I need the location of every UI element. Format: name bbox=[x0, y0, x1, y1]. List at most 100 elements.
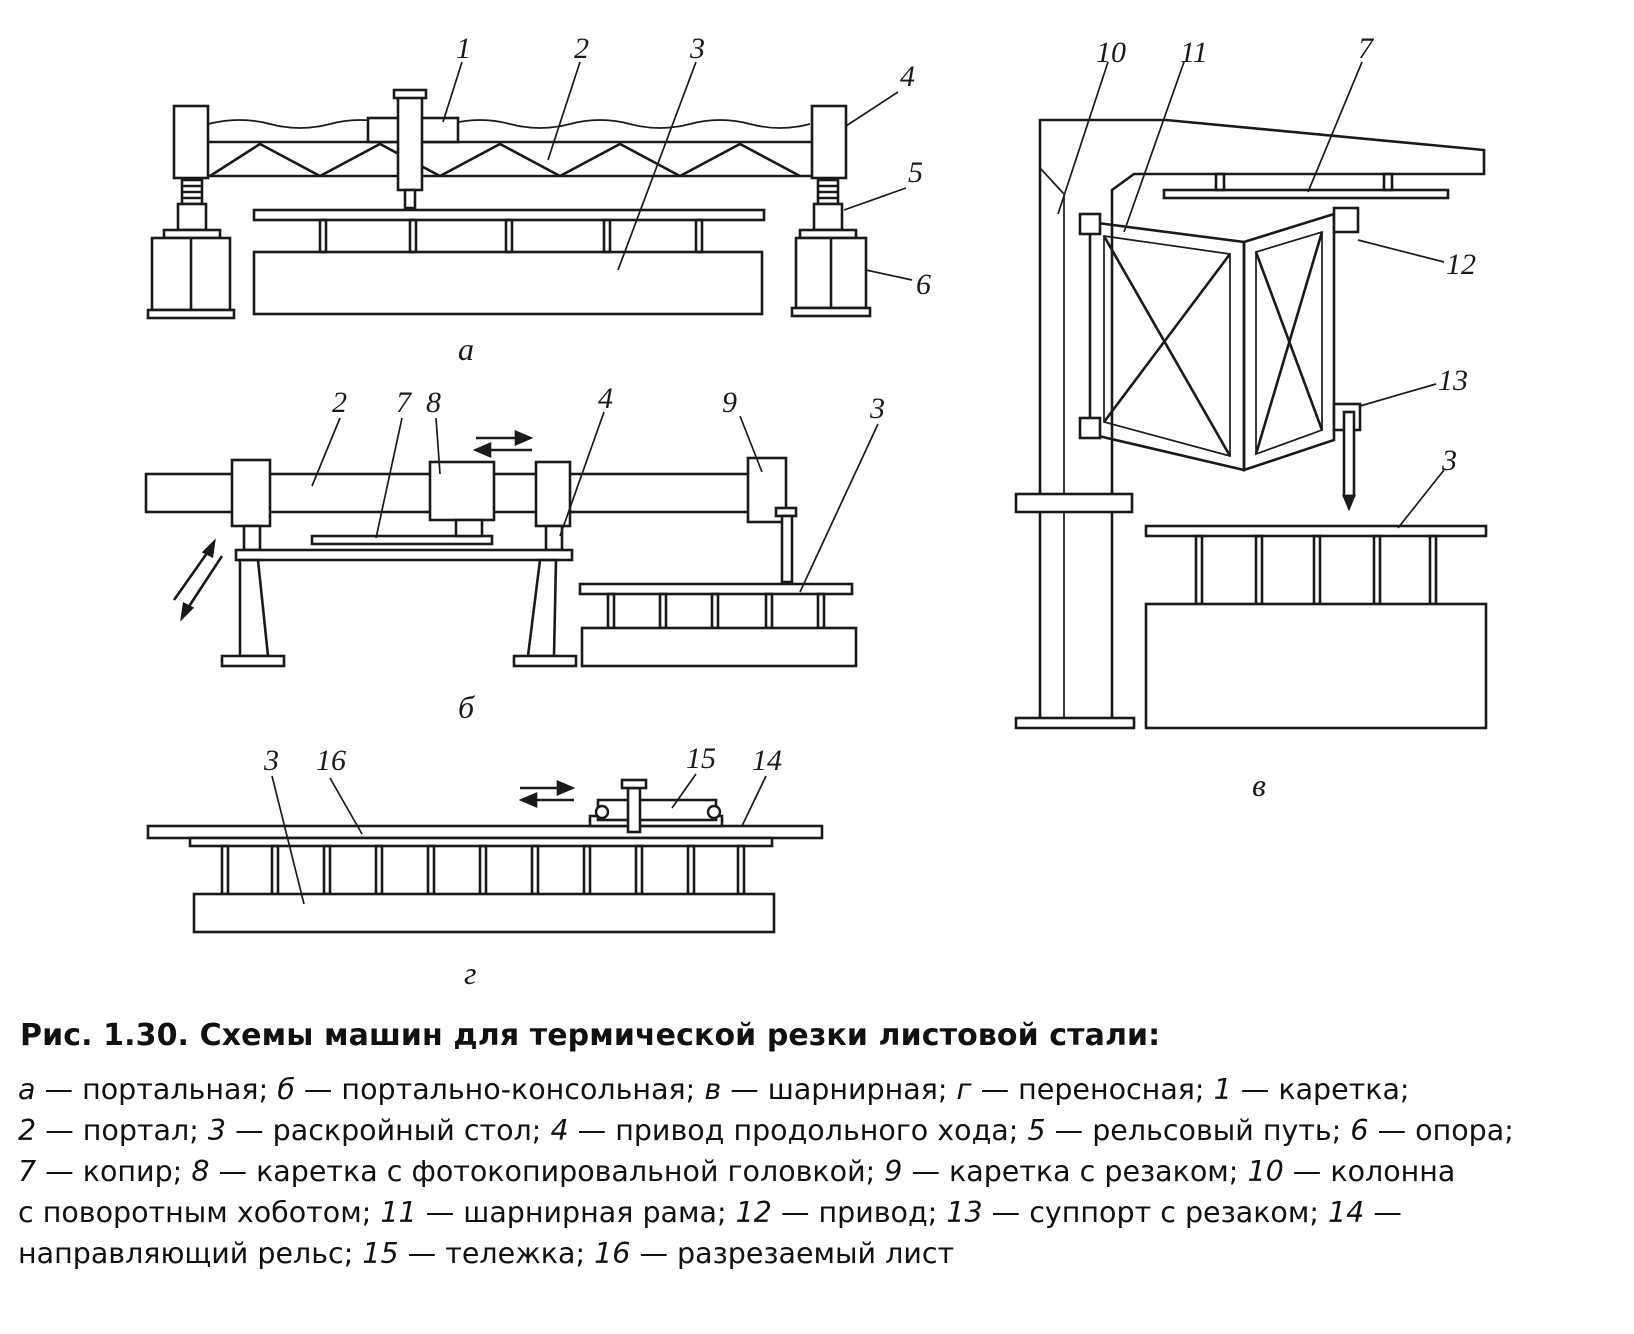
portal-truss bbox=[209, 142, 801, 178]
column-collar bbox=[1014, 492, 1134, 514]
table-base-a bbox=[252, 250, 764, 316]
caption-text: — колонна bbox=[1283, 1155, 1456, 1188]
rail-stub-right-b bbox=[544, 524, 564, 552]
caption-text: направляющий рельс; bbox=[18, 1237, 363, 1270]
label-b-3: 3 bbox=[869, 392, 885, 425]
caption-text: — шарнирная; bbox=[721, 1073, 957, 1106]
label-a-5: 5 bbox=[908, 156, 923, 189]
caption-text: — каретка; bbox=[1231, 1073, 1410, 1106]
caption-text: — переносная; bbox=[971, 1073, 1214, 1106]
caption-text: — разрезаемый лист bbox=[630, 1237, 955, 1270]
drive-left-b bbox=[230, 458, 272, 528]
caption-key: б bbox=[277, 1073, 295, 1106]
torch-holder-a bbox=[396, 94, 424, 192]
torch-cap-d bbox=[620, 778, 648, 790]
torch-d bbox=[626, 786, 642, 834]
caption-text: — каретка с резаком; bbox=[902, 1155, 1248, 1188]
diagram-b-portal-console: 2 7 8 4 9 3 б bbox=[144, 382, 885, 725]
caption-key: 7 bbox=[18, 1155, 37, 1188]
caption-key: 2 bbox=[18, 1114, 37, 1147]
label-b-7: 7 bbox=[396, 386, 413, 419]
portal-wavy-top-a bbox=[207, 119, 811, 129]
label-b-9: 9 bbox=[722, 386, 737, 419]
copier-c bbox=[1162, 188, 1450, 200]
caption-key: г bbox=[956, 1073, 972, 1106]
copier-stub-2 bbox=[1382, 172, 1394, 192]
hinged-frame-right bbox=[1242, 212, 1336, 472]
leaders-c bbox=[1057, 61, 1445, 529]
caption-title: Рис. 1.30. Схемы машин для термической р… bbox=[20, 1018, 1161, 1053]
support-leg-right-b bbox=[526, 558, 558, 658]
label-d-3: 3 bbox=[263, 744, 279, 777]
caption-line: 2 — портал; 3 — раскройный стол; 4 — при… bbox=[18, 1110, 1618, 1151]
double-arrow-diagonal-b bbox=[172, 538, 224, 622]
caption-key: 16 bbox=[594, 1237, 631, 1270]
caption-text: — портально-консольная; bbox=[294, 1073, 705, 1106]
caption-line: а — портальная; б — портально-консольная… bbox=[18, 1069, 1618, 1110]
caption-key: а bbox=[18, 1073, 36, 1106]
label-c-7: 7 bbox=[1358, 32, 1375, 65]
rail-left-a bbox=[162, 178, 222, 240]
leaders-d bbox=[271, 773, 767, 905]
caption-line: с поворотным хоботом; 11 — шарнирная рам… bbox=[18, 1192, 1618, 1233]
drive-left-a bbox=[172, 104, 210, 180]
foot-right-b bbox=[512, 654, 578, 668]
hinge-bottom-left bbox=[1078, 416, 1102, 440]
caption-text: — рельсовый путь; bbox=[1045, 1114, 1351, 1147]
subfigure-label-b: б bbox=[458, 689, 475, 725]
column-foot bbox=[1014, 716, 1136, 730]
diagram-c-articulated: 10 11 7 12 13 3 в bbox=[1014, 32, 1488, 803]
column-with-jib bbox=[1038, 118, 1486, 718]
label-a-3: 3 bbox=[689, 32, 705, 65]
caption-line: направляющий рельс; 15 — тележка; 16 — р… bbox=[18, 1233, 1618, 1274]
label-a-6: 6 bbox=[916, 268, 931, 301]
frame-left-brace-2 bbox=[1102, 253, 1232, 423]
label-c-3: 3 bbox=[1441, 444, 1457, 477]
copier-stub-1 bbox=[1214, 172, 1226, 192]
subfigure-label-c: в bbox=[1252, 767, 1266, 803]
support-deck-b bbox=[234, 548, 574, 562]
caption-text: — раскройный стол; bbox=[226, 1114, 551, 1147]
caption-text: — каретка с фотокопировальной головкой; bbox=[209, 1155, 885, 1188]
trolley-wheel-left bbox=[594, 804, 610, 820]
hinge-top-left bbox=[1078, 212, 1102, 236]
table-base-b bbox=[580, 626, 858, 668]
caption-key: 13 bbox=[946, 1196, 983, 1229]
caption-key: 8 bbox=[191, 1155, 210, 1188]
subfigure-label-d: г bbox=[464, 955, 476, 991]
table-base-d bbox=[192, 892, 776, 934]
caption-key: 4 bbox=[550, 1114, 569, 1147]
label-a-2: 2 bbox=[574, 32, 589, 65]
copier-head-b bbox=[454, 518, 484, 538]
frame-right-brace-2 bbox=[1254, 231, 1324, 455]
torch-tip-a bbox=[403, 188, 417, 210]
caption-key: 15 bbox=[362, 1237, 399, 1270]
table-legs-b bbox=[606, 592, 826, 630]
caption-key: 9 bbox=[884, 1155, 903, 1188]
diagram-d-portable: 3 16 15 14 г bbox=[146, 742, 824, 991]
figure-caption: Рис. 1.30. Схемы машин для термической р… bbox=[18, 1018, 1618, 1274]
support-left-a bbox=[146, 236, 236, 320]
caption-line: 7 — копир; 8 — каретка с фотокопировальн… bbox=[18, 1151, 1618, 1192]
label-b-4: 4 bbox=[598, 382, 613, 415]
torch-b bbox=[780, 514, 794, 584]
double-arrow-horizontal-b bbox=[472, 430, 534, 458]
caption-text: — тележка; bbox=[398, 1237, 595, 1270]
caption-key: 5 bbox=[1027, 1114, 1046, 1147]
table-legs-c bbox=[1194, 534, 1438, 606]
sheet-d bbox=[146, 824, 824, 840]
caption-text: — копир; bbox=[36, 1155, 192, 1188]
label-b-2: 2 bbox=[332, 386, 347, 419]
table-top-c bbox=[1144, 524, 1488, 538]
table-base-c bbox=[1144, 602, 1488, 730]
caption-text: — привод; bbox=[771, 1196, 947, 1229]
caption-text: — опора; bbox=[1368, 1114, 1514, 1147]
leaders-a bbox=[442, 61, 913, 281]
foot-left-b bbox=[220, 654, 286, 668]
double-arrow-d bbox=[518, 780, 576, 808]
support-leg-left-b bbox=[238, 558, 270, 658]
caption-body: а — портальная; б — портально-консольная… bbox=[18, 1069, 1618, 1274]
support-right-a bbox=[790, 236, 872, 318]
table-legs-a bbox=[318, 218, 704, 254]
label-a-4: 4 bbox=[900, 60, 915, 93]
